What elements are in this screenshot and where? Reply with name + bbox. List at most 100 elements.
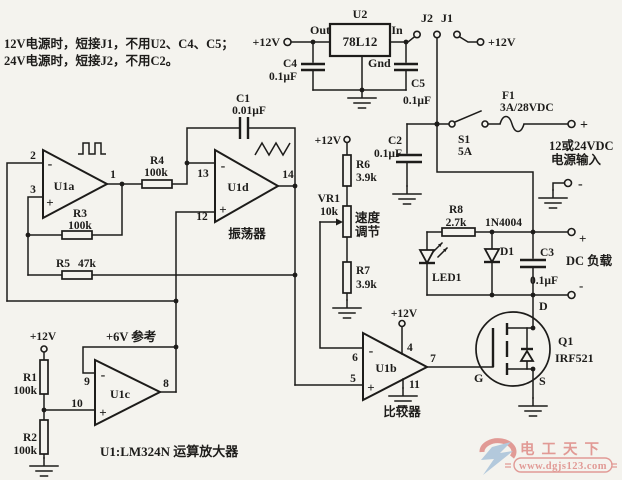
load-plus-sign: + — [579, 231, 586, 246]
u1d-pin14: 14 — [282, 169, 294, 181]
r4-value: 100k — [144, 167, 168, 179]
vr1-value: 10k — [320, 206, 339, 218]
opamp-u1a: - + U1a 2 3 1 — [30, 142, 116, 220]
r6-ref: R6 — [356, 159, 370, 171]
square-wave-icon — [78, 142, 106, 155]
ref-12v-terminal — [40, 345, 48, 353]
s1-ref: S1 — [458, 134, 470, 146]
u1-part-note: U1:LM324N 运算放大器 — [100, 444, 239, 459]
fuse-f1: F1 3A/28VDC — [499, 90, 554, 133]
led-arrow-icon — [443, 248, 447, 252]
junction-dots — [25, 39, 536, 413]
u2-pin-out: Out — [310, 23, 330, 37]
u1b-inv-mark: - — [369, 344, 374, 359]
battery-input-terminals: + - 12或24VDC 电源输入 — [549, 118, 614, 192]
note-line1: 12V电源时，短接J1，不用U2、C4、C5； — [4, 36, 234, 51]
u1d-inv-mark: - — [221, 159, 226, 174]
load-minus-terminal — [567, 290, 576, 300]
q1-pin-g: G — [474, 371, 483, 385]
u1b-pin6: 6 — [352, 352, 358, 364]
speed-12v-label: +12V — [315, 135, 342, 147]
u1c-ref: U1c — [110, 387, 131, 401]
capacitor-c1: C1 0.01µF — [232, 93, 266, 139]
u2-part: 78L12 — [343, 34, 378, 49]
u1c-pin9: 9 — [84, 376, 90, 388]
note-line2: 24V电源时，短接J2，不用C2。 — [4, 53, 178, 68]
r7-ref: R7 — [356, 265, 370, 277]
u1d-nin-mark: + — [219, 202, 226, 217]
connection-wires — [6, 35, 569, 459]
ground-icon — [518, 397, 548, 417]
oscillator-block-label: 振荡器 — [228, 226, 266, 241]
jumper-mid-terminal — [432, 30, 441, 39]
diode-d1: D1 — [483, 246, 514, 264]
r2-value: 100k — [13, 445, 37, 457]
switch-s1: S1 5A — [448, 110, 489, 158]
speed-label-line1: 速度 — [355, 210, 381, 225]
ground-icon — [392, 185, 422, 205]
battery-minus-sign: - — [578, 177, 583, 192]
ground-icon — [538, 189, 568, 209]
u1d-ref: U1d — [227, 180, 249, 194]
q1-part: IRF521 — [555, 351, 594, 365]
u1b-pin5: 5 — [350, 373, 356, 385]
dc-load-terminals: + - DC 负载 — [566, 227, 613, 300]
resistor-r6 — [342, 154, 352, 187]
u1a-ref: U1a — [54, 179, 75, 193]
speed-control: +12V R6 3.9k VR1 10k 速度 调节 R7 3.9k — [315, 135, 381, 294]
f1-ref: F1 — [502, 90, 515, 102]
resistor-r8: R8 2.7k — [441, 204, 476, 237]
opamp-u1d: - + U1d 13 12 14 振荡器 — [196, 141, 294, 241]
q1-pin-s: S — [539, 374, 546, 388]
c3-value: 0.1µF — [530, 275, 558, 287]
c2-ref: C2 — [388, 135, 402, 147]
logo-blue-bolt — [481, 442, 513, 475]
dc-load-label: DC 负载 — [566, 253, 613, 268]
u1b-12v-label: +12V — [391, 308, 418, 320]
r4-ref: R4 — [150, 155, 164, 167]
potentiometer-vr1 — [342, 205, 352, 238]
u1d-pin12: 12 — [196, 211, 208, 223]
capacitor-c2: C2 0.1µF — [374, 123, 422, 187]
battery-label-line1: 12或24VDC — [549, 138, 614, 153]
u1b-pin7: 7 — [430, 353, 436, 365]
u1a-pin2: 2 — [30, 150, 36, 162]
d1-part-label: 1N4004 — [485, 217, 522, 229]
watermark-site-name: 电工天下 — [520, 440, 606, 458]
c5-ref: C5 — [411, 78, 425, 90]
battery-minus-terminal — [563, 178, 573, 188]
watermark-url-pill — [513, 457, 613, 473]
j2-label: J2 — [421, 11, 433, 25]
ref-12v-label: +12V — [30, 331, 57, 343]
u1d-pin13: 13 — [197, 168, 209, 180]
r8-ref: R8 — [449, 204, 463, 216]
r1-value: 100k — [13, 385, 37, 397]
c3-ref: C3 — [540, 247, 554, 259]
jumper-block: J2 J1 +12V — [412, 11, 516, 49]
c4-ref: C4 — [283, 58, 297, 70]
body-diode-icon — [519, 349, 535, 362]
vr1-wiper-arrow-icon — [336, 218, 343, 226]
vr1-ref: VR1 — [318, 193, 341, 205]
r5-ref: R5 — [56, 258, 70, 270]
r6-value: 3.9k — [356, 172, 377, 184]
u2-pin-in: In — [391, 23, 403, 37]
r5-value: 47k — [78, 258, 97, 270]
q1-pin-d: D — [539, 299, 548, 313]
resistor-r3: R3 100k — [61, 208, 93, 240]
u1b-ref: U1b — [375, 361, 397, 375]
u1b-pin11: 11 — [409, 379, 420, 391]
ref-6v-label: +6V 参考 — [106, 329, 156, 344]
divider-r1-r2: +12V R1 100k R2 100k — [13, 331, 57, 457]
c1-value: 0.01µF — [232, 105, 266, 117]
ground-icon — [347, 89, 377, 109]
r2-ref: R2 — [23, 432, 37, 444]
watermark-url: www.dgjs123.com — [519, 461, 607, 472]
d1-ref: D1 — [500, 246, 514, 258]
r1-ref: R1 — [23, 372, 37, 384]
r8-value: 2.7k — [446, 217, 467, 229]
s1-contact — [448, 120, 456, 128]
u1a-nin-mark: + — [46, 195, 53, 210]
mosfet-q1: D G S Q1 IRF521 — [474, 299, 594, 388]
